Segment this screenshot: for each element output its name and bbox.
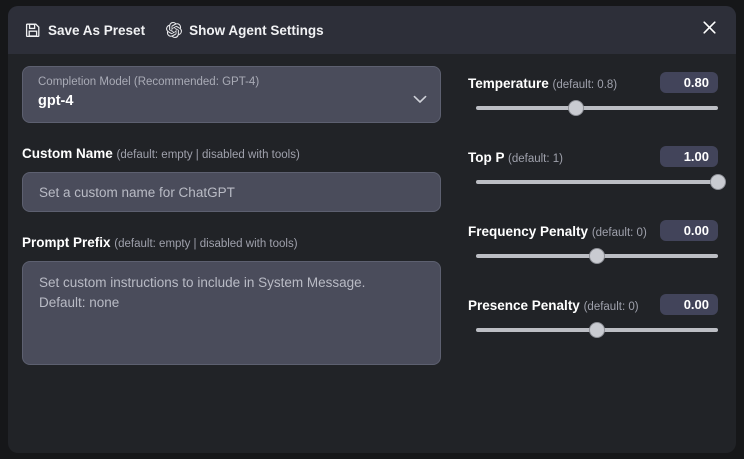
slider-value-top-p: 1.00 bbox=[660, 146, 718, 167]
slider-value-temperature: 0.80 bbox=[660, 72, 718, 93]
completion-model-value: gpt-4 bbox=[38, 93, 74, 109]
slider-group-presence-penalty: Presence Penalty (default: 0) 0.00 bbox=[468, 294, 722, 338]
slider-track-temperature[interactable] bbox=[476, 100, 718, 116]
slider-title-frequency-penalty: Frequency Penalty (default: 0) bbox=[468, 224, 647, 239]
close-icon bbox=[702, 20, 717, 40]
completion-model-select[interactable]: Completion Model (Recommended: GPT-4) gp… bbox=[22, 66, 441, 123]
slider-value-presence-penalty: 0.00 bbox=[660, 294, 718, 315]
prompt-prefix-hint: (default: empty | disabled with tools) bbox=[114, 238, 298, 250]
left-column: Completion Model (Recommended: GPT-4) gp… bbox=[22, 66, 442, 370]
slider-thumb-frequency-penalty[interactable] bbox=[589, 248, 605, 264]
prompt-prefix-label-text: Prompt Prefix bbox=[22, 235, 111, 250]
custom-name-label-text: Custom Name bbox=[22, 146, 113, 161]
panel-header: Save As Preset Show Agent Settings bbox=[8, 6, 736, 54]
openai-logo-icon bbox=[166, 22, 182, 38]
slider-title-text-presence-penalty: Presence Penalty bbox=[468, 297, 580, 313]
save-as-preset-button[interactable]: Save As Preset bbox=[25, 6, 145, 54]
save-as-preset-label: Save As Preset bbox=[48, 22, 146, 38]
slider-title-presence-penalty: Presence Penalty (default: 0) bbox=[468, 298, 639, 313]
slider-head-presence-penalty: Presence Penalty (default: 0) bbox=[468, 294, 722, 316]
slider-hint-top-p: (default: 1) bbox=[508, 152, 563, 165]
slider-thumb-temperature[interactable] bbox=[567, 100, 584, 116]
prompt-prefix-label: Prompt Prefix (default: empty | disabled… bbox=[22, 234, 442, 253]
slider-title-text-top-p: Top P bbox=[468, 149, 505, 165]
slider-head-temperature: Temperature (default: 0.8) bbox=[468, 72, 722, 94]
custom-name-input[interactable] bbox=[22, 172, 441, 212]
slider-group-temperature: Temperature (default: 0.8) 0.80 bbox=[468, 72, 722, 116]
slider-thumb-presence-penalty[interactable] bbox=[589, 322, 605, 338]
slider-title-temperature: Temperature (default: 0.8) bbox=[468, 76, 617, 91]
slider-track-top-p[interactable] bbox=[476, 174, 726, 190]
slider-hint-temperature: (default: 0.8) bbox=[552, 78, 618, 91]
slider-title-text-frequency-penalty: Frequency Penalty bbox=[468, 223, 589, 239]
slider-head-top-p: Top P (default: 1) bbox=[468, 146, 722, 168]
show-agent-settings-label: Show Agent Settings bbox=[189, 22, 324, 38]
slider-track-presence-penalty[interactable] bbox=[476, 322, 718, 338]
slider-track-frequency-penalty[interactable] bbox=[476, 248, 718, 264]
slider-head-frequency-penalty: Frequency Penalty (default: 0) bbox=[468, 220, 722, 242]
custom-name-hint: (default: empty | disabled with tools) bbox=[116, 149, 300, 161]
slider-group-top-p: Top P (default: 1) 1.00 bbox=[468, 146, 726, 190]
floppy-disk-icon bbox=[25, 22, 41, 38]
prompt-prefix-textarea[interactable] bbox=[22, 261, 441, 365]
close-button[interactable] bbox=[696, 17, 722, 43]
slider-value-frequency-penalty: 0.00 bbox=[660, 220, 718, 241]
chevron-down-icon bbox=[413, 91, 427, 109]
custom-name-label: Custom Name (default: empty | disabled w… bbox=[22, 145, 442, 164]
slider-group-frequency-penalty: Frequency Penalty (default: 0) 0.00 bbox=[468, 220, 722, 264]
completion-model-label: Completion Model (Recommended: GPT-4) bbox=[38, 76, 260, 88]
agent-settings-panel: Save As Preset Show Agent Settings Compl… bbox=[8, 6, 736, 453]
show-agent-settings-button[interactable]: Show Agent Settings bbox=[166, 6, 324, 54]
slider-hint-frequency-penalty: (default: 0) bbox=[591, 226, 647, 239]
slider-title-text-temperature: Temperature bbox=[468, 75, 549, 91]
slider-title-top-p: Top P (default: 1) bbox=[468, 150, 563, 165]
slider-thumb-top-p[interactable] bbox=[710, 174, 726, 190]
panel-body: Completion Model (Recommended: GPT-4) gp… bbox=[8, 54, 736, 453]
slider-hint-presence-penalty: (default: 0) bbox=[583, 300, 639, 313]
